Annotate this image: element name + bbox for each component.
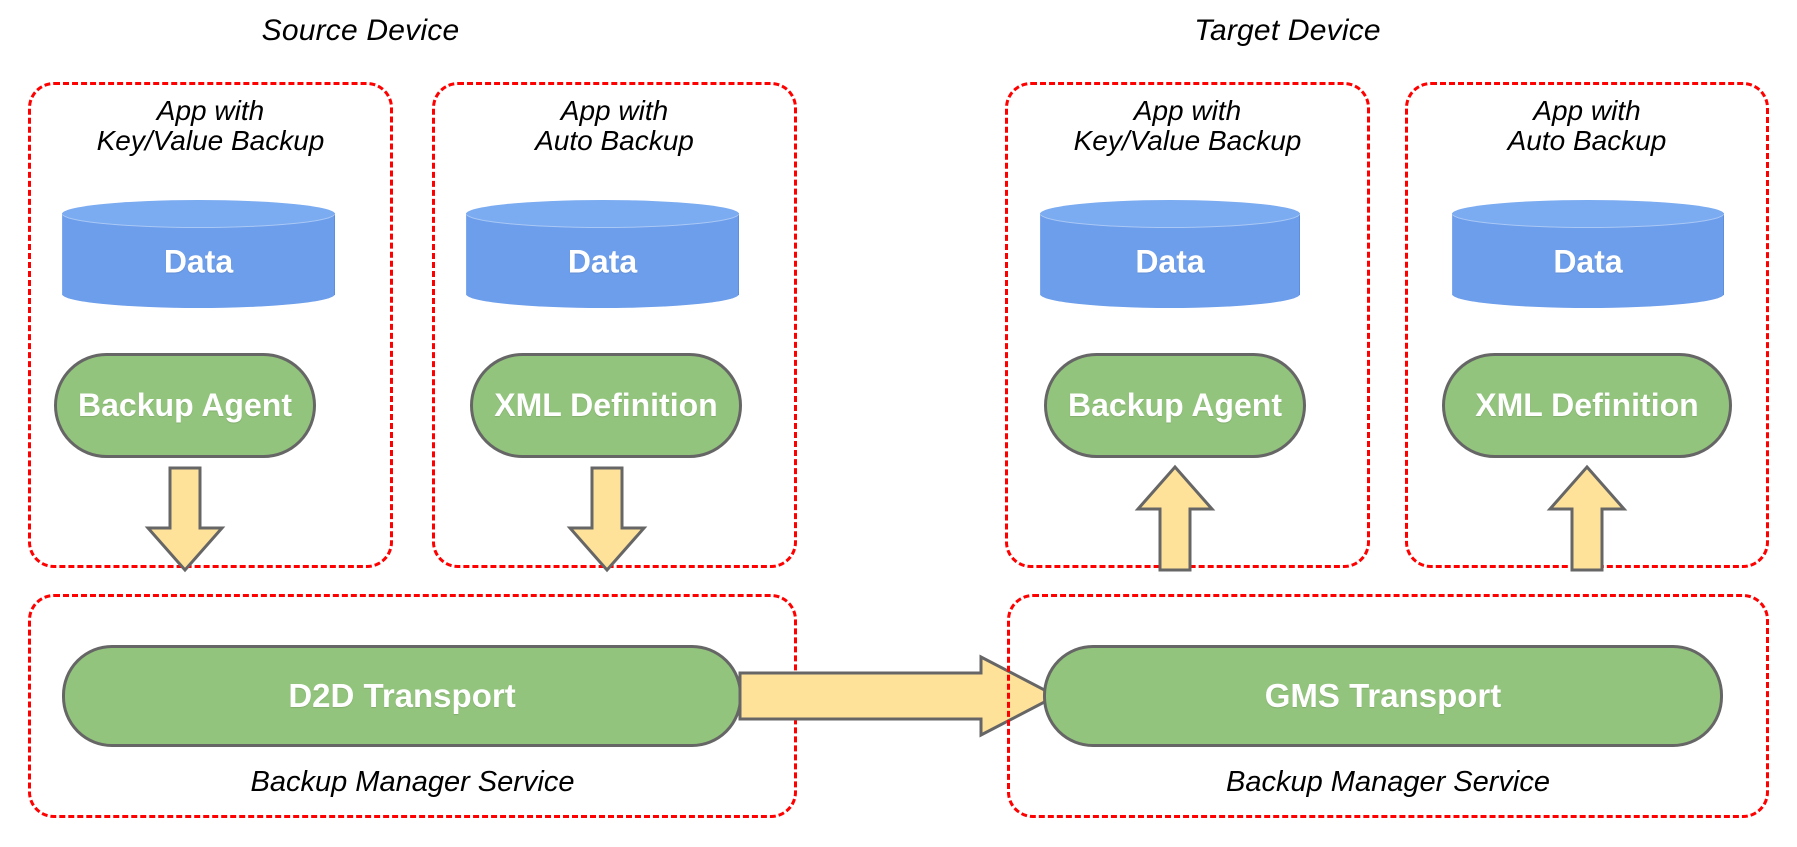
data-cylinder-source-auto: Data [466,200,739,308]
app-label-target-kv-line1: App with [1133,95,1242,126]
arrow-gms-to-kv-agent [1134,464,1216,572]
component-label: Backup Agent [78,387,292,423]
cylinder-top-ellipse [466,200,739,228]
app-label-target-auto-line1: App with [1533,95,1641,126]
down-arrow-icon [144,466,226,573]
transport-gms[interactable]: GMS Transport [1043,645,1723,747]
component-label: XML Definition [494,387,718,423]
app-label-source-auto-line1: App with [560,95,669,126]
component-label: Backup Agent [1068,387,1282,423]
data-label-source-kv: Data [163,243,234,280]
app-label-target-kv-line2: Key/Value Backup [1073,124,1302,156]
data-label-target-auto: Data [1553,243,1623,280]
component-source-auto-xml-definition[interactable]: XML Definition [470,353,742,458]
right-arrow-icon [738,654,1060,738]
arrow-kv-agent-to-d2d [144,466,226,573]
app-label-source-kv-line1: App with [156,95,265,126]
service-label-source-bms: Backup Manager Service [250,766,575,798]
component-target-auto-xml-definition[interactable]: XML Definition [1442,353,1732,458]
app-label-target-auto-line2: Auto Backup [1507,124,1667,156]
component-label: XML Definition [1475,387,1699,423]
app-label-source-auto-line2: Auto Backup [535,124,694,156]
service-label-target-bms: Backup Manager Service [1226,766,1550,798]
transport-label: D2D Transport [288,677,516,714]
data-cylinder-source-kv: Data [62,200,335,308]
data-label-target-kv: Data [1135,243,1205,280]
service-container-target-bms [1007,594,1769,818]
data-cylinder-target-kv: Data [1040,200,1300,308]
transport-d2d[interactable]: D2D Transport [62,645,742,747]
device-title-source: Source Device [261,14,460,47]
up-arrow-icon [1546,464,1628,572]
data-label-source-auto: Data [567,243,638,280]
transport-label: GMS Transport [1264,677,1502,714]
component-target-kv-backup-agent[interactable]: Backup Agent [1044,353,1306,458]
data-cylinder-target-auto: Data [1452,200,1724,308]
up-arrow-icon [1134,464,1216,572]
device-title-target: Target Device [1194,14,1381,47]
app-container-source-auto [432,82,797,568]
component-source-kv-backup-agent[interactable]: Backup Agent [54,353,316,458]
cylinder-top-ellipse [62,200,335,228]
arrow-xml-def-to-d2d [566,466,648,573]
app-container-source-kv [28,82,393,568]
arrow-gms-to-xml-def [1546,464,1628,572]
cylinder-top-ellipse [1040,200,1300,228]
cylinder-top-ellipse [1452,200,1724,228]
arrow-d2d-to-gms [738,654,1060,738]
app-label-source-kv-line2: Key/Value Backup [96,124,325,156]
down-arrow-icon [566,466,648,573]
